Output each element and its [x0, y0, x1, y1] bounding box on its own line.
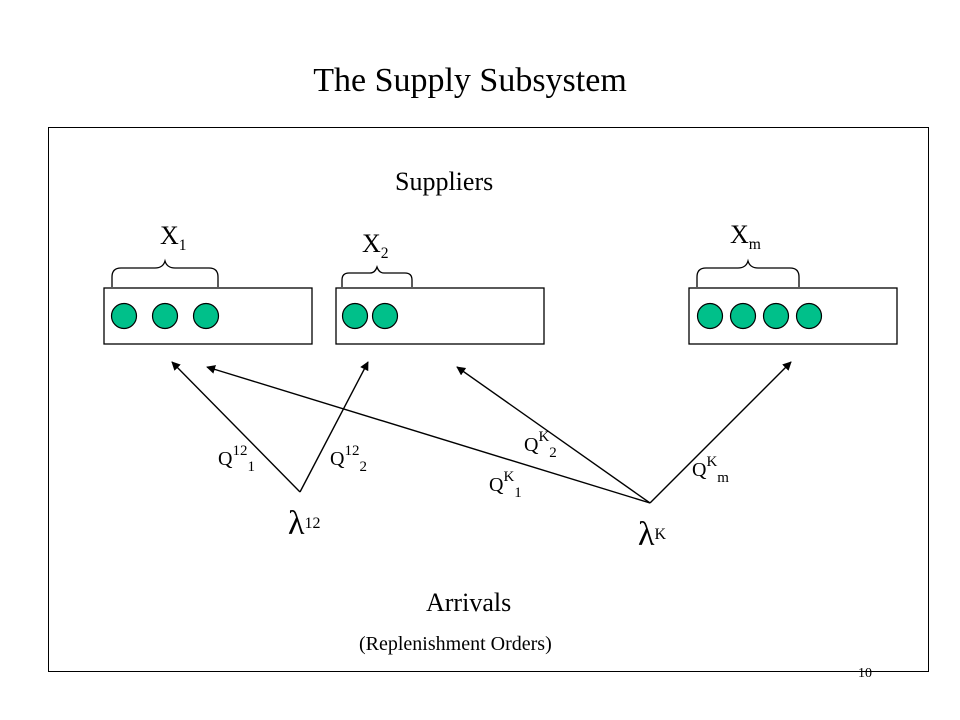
flow-label-q12-2: Q122 [330, 443, 367, 475]
diagram-frame [48, 127, 929, 672]
supplier-box-m [688, 287, 898, 345]
group-label-x1: X1 [160, 221, 187, 255]
suppliers-label: Suppliers [395, 167, 494, 196]
brace-x2 [341, 264, 413, 287]
source-lambda-12: λ12 [288, 505, 321, 542]
server-circle [151, 302, 179, 330]
server-circle [696, 302, 724, 330]
flow-label-qk-1: QK1 [489, 469, 522, 501]
arrow-qk-1 [206, 365, 651, 504]
server-circle [371, 302, 399, 330]
server-circle [341, 302, 369, 330]
arrow-qk-m [649, 361, 792, 504]
server-circle [795, 302, 823, 330]
server-circle [729, 302, 757, 330]
supplier-box-2 [335, 287, 545, 345]
group-label-x2: X2 [362, 229, 389, 263]
flow-label-qk-m: QKm [692, 454, 729, 486]
arrow-q12-2 [299, 361, 369, 493]
flow-label-qk-2: QK2 [524, 429, 557, 461]
server-circle [110, 302, 138, 330]
page-title: The Supply Subsystem [313, 62, 627, 99]
source-lambda-k: λK [638, 516, 667, 553]
server-circle [762, 302, 790, 330]
brace-xm [696, 258, 800, 287]
server-circle [192, 302, 220, 330]
arrow-qk-2 [456, 366, 651, 504]
flow-label-q12-1: Q121 [218, 443, 255, 475]
arrivals-sublabel: (Replenishment Orders) [359, 633, 552, 655]
brace-x1 [111, 258, 219, 287]
arrow-q12-1 [171, 361, 301, 493]
server-circles [110, 302, 823, 330]
arrivals-label: Arrivals [426, 588, 512, 617]
group-label-xm: Xm [730, 220, 761, 254]
page-number: 10 [858, 666, 872, 681]
